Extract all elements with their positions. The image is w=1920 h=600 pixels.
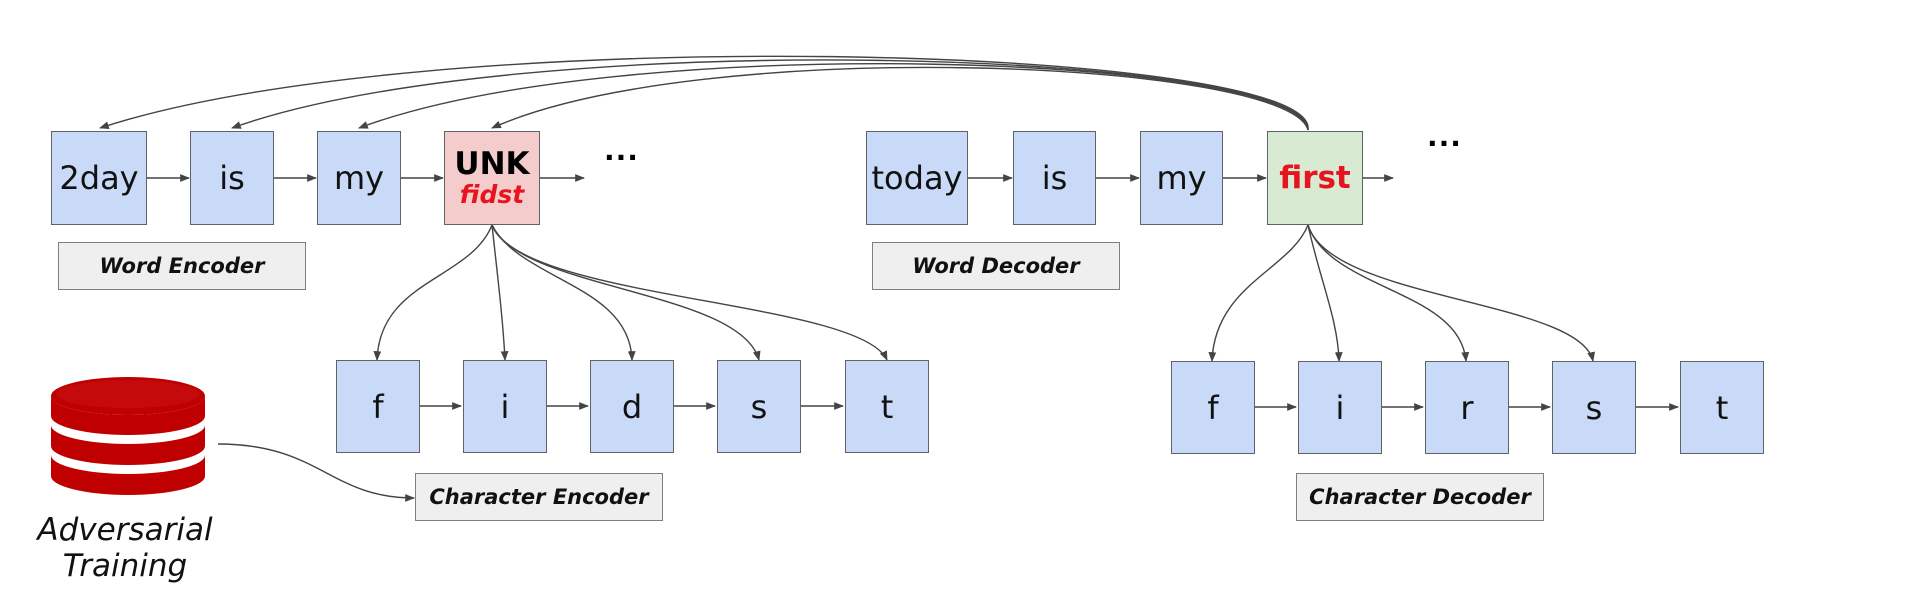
decoder-ellipsis: ... [1427,120,1462,153]
char-label: t [880,387,894,426]
word-decoder-token: today [866,131,968,225]
char-label: r [1460,388,1474,427]
unk-label: UNK [454,146,530,182]
char-label: f [1207,388,1219,427]
char-label: i [1335,388,1345,427]
char-decoder-cell: r [1425,361,1509,454]
token-label: 2day [59,159,139,197]
word-encoder-label: Word Encoder [58,242,306,290]
char-decoder-cell: f [1171,361,1255,454]
char-decoder-cell: i [1298,361,1382,454]
token-label: is [1041,159,1068,197]
char-encoder-cell: i [463,360,547,453]
token-label: today [871,159,963,197]
word-encoder-token: is [190,131,274,225]
char-encoder-cell: s [717,360,801,453]
char-encoder-cell: t [845,360,929,453]
char-label: i [500,387,510,426]
char-encoder-cell: f [336,360,420,453]
adversarial-training-label: Adversarial Training [37,512,213,584]
first-token: first [1267,131,1363,225]
char-label: t [1715,388,1729,427]
word-encoder-token: 2day [51,131,147,225]
char-label: s [1585,388,1603,427]
char-label: d [621,387,643,426]
token-label: first [1279,160,1351,196]
word-decoder-token: is [1013,131,1096,225]
char-label: s [750,387,768,426]
word-decoder-token: my [1140,131,1223,225]
database-icon [51,377,205,495]
char-encoder-cell: d [590,360,674,453]
char-label: f [372,387,384,426]
encoder-ellipsis: ... [604,134,639,167]
token-label: my [1156,159,1207,197]
char-decoder-cell: s [1552,361,1636,454]
token-label: is [219,159,245,197]
character-encoder-label: Character Encoder [415,473,663,521]
unk-original-word: fidst [459,180,525,209]
char-decoder-cell: t [1680,361,1764,454]
character-decoder-label: Character Decoder [1296,473,1544,521]
token-label: my [333,159,385,197]
unk-token: UNK fidst [444,131,540,225]
word-encoder-token: my [317,131,401,225]
word-decoder-label: Word Decoder [872,242,1120,290]
